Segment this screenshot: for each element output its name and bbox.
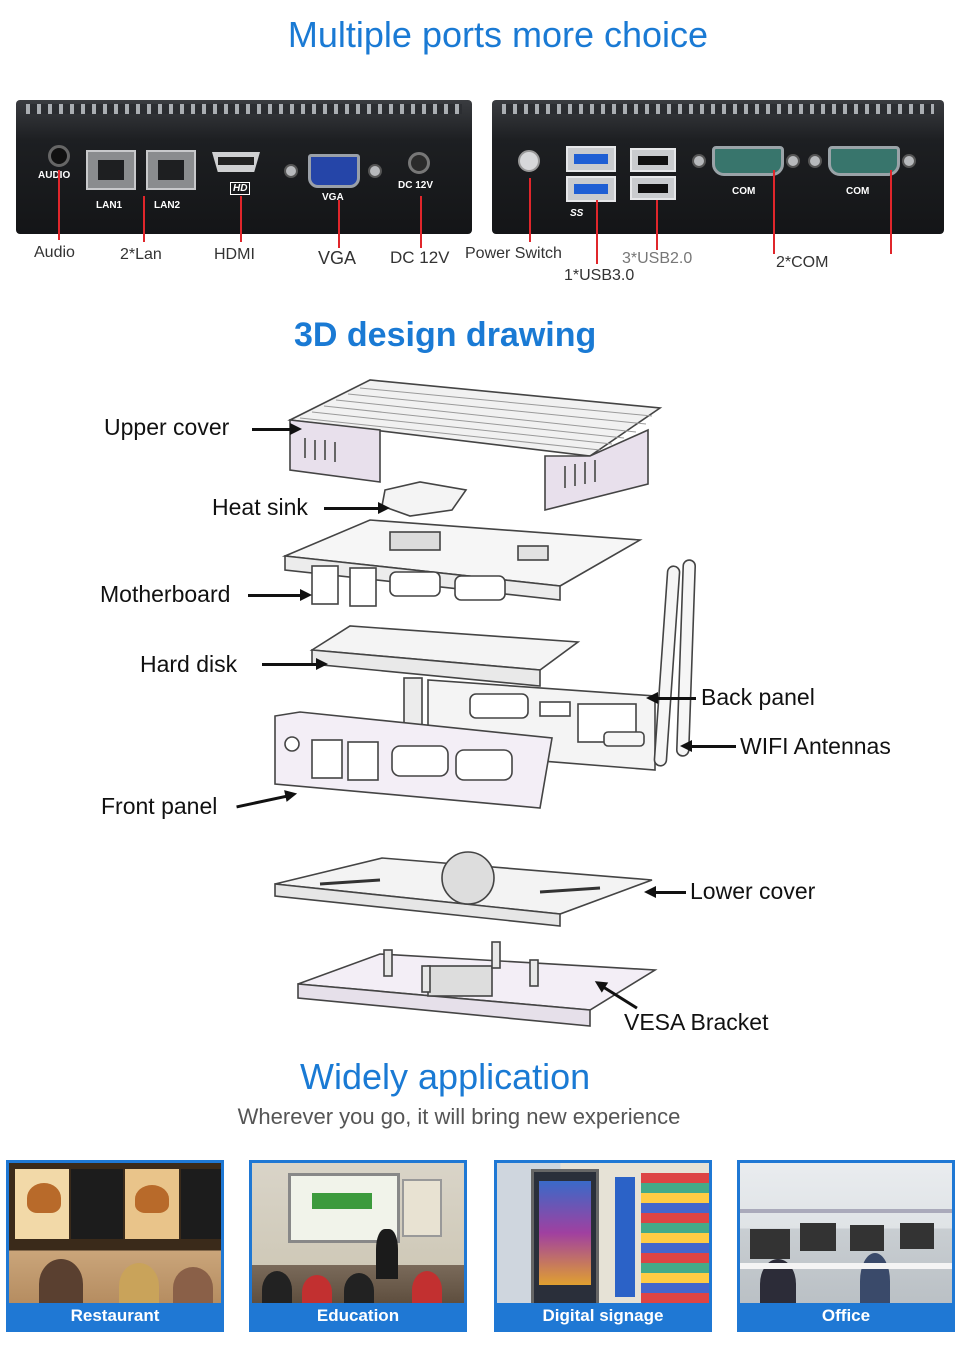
ports-title: Multiple ports more choice bbox=[287, 14, 709, 55]
callout-usb3: 1*USB3.0 bbox=[564, 267, 635, 284]
com1-port-text: COM bbox=[732, 186, 756, 197]
hdmi-port-text: HD bbox=[230, 182, 251, 195]
callout-line-audio bbox=[58, 170, 60, 240]
callout-hdmi: HDMI bbox=[214, 246, 255, 263]
callout-dc: DC 12V bbox=[390, 248, 450, 267]
dc-port-icon bbox=[408, 152, 430, 174]
front-panel-drawing bbox=[274, 711, 553, 809]
usb2-port-bottom-icon bbox=[630, 176, 676, 200]
com1-screw-right-icon bbox=[786, 154, 800, 168]
lower-cover-drawing bbox=[274, 851, 653, 927]
label-heat-sink: Heat sink bbox=[212, 494, 308, 520]
arrow-hard-disk bbox=[262, 658, 328, 670]
audio-port-icon bbox=[48, 145, 70, 167]
back-panel-photo: SS COM COM bbox=[492, 100, 944, 234]
exploded-view-drawing bbox=[274, 379, 697, 1027]
callout-line-lan bbox=[143, 196, 145, 242]
power-switch-icon bbox=[518, 150, 540, 172]
com2-screw-left-icon bbox=[808, 154, 822, 168]
card-education: Education bbox=[249, 1160, 467, 1332]
card-restaurant: Restaurant bbox=[6, 1160, 224, 1332]
callout-vga: VGA bbox=[318, 248, 357, 268]
callout-line-usb3 bbox=[596, 200, 598, 264]
arrow-lower-cover bbox=[644, 886, 686, 898]
card-digital-signage-caption: Digital signage bbox=[497, 1303, 709, 1329]
restaurant-photo bbox=[9, 1163, 221, 1309]
label-back-panel: Back panel bbox=[701, 684, 815, 710]
lan1-port-text: LAN1 bbox=[96, 200, 123, 211]
com2-screw-right-icon bbox=[902, 154, 916, 168]
label-hard-disk: Hard disk bbox=[140, 651, 238, 677]
lan2-port-icon bbox=[146, 150, 196, 190]
education-photo bbox=[252, 1163, 464, 1309]
usb3-port-bottom-icon bbox=[566, 176, 616, 202]
hdmi-port-icon bbox=[212, 152, 260, 172]
label-upper-cover: Upper cover bbox=[104, 414, 230, 440]
callout-line-usb2 bbox=[656, 200, 658, 250]
motherboard-drawing bbox=[281, 519, 643, 607]
callout-line-com1 bbox=[773, 170, 775, 254]
usb3-port-top-icon bbox=[566, 146, 616, 172]
arrow-wifi-antennas bbox=[680, 740, 736, 752]
com2-port-text: COM bbox=[846, 186, 870, 197]
heat-sink-drawing bbox=[381, 481, 468, 517]
audio-port-text: AUDIO bbox=[38, 170, 71, 181]
dc-port-text: DC 12V bbox=[398, 180, 434, 191]
usb2-port-top-icon bbox=[630, 148, 676, 172]
label-wifi-antennas: WIFI Antennas bbox=[740, 733, 891, 759]
com1-screw-left-icon bbox=[692, 154, 706, 168]
callout-line-com2 bbox=[890, 170, 892, 254]
callout-power-switch: Power Switch bbox=[465, 245, 562, 262]
arrow-heat-sink bbox=[324, 502, 390, 514]
arrow-back-panel bbox=[646, 692, 696, 704]
upper-cover-drawing bbox=[287, 379, 663, 512]
digital-signage-photo bbox=[497, 1163, 709, 1309]
callout-lan: 2*Lan bbox=[120, 246, 162, 263]
vesa-bracket-drawing bbox=[297, 941, 658, 1027]
vga-screw-right-icon bbox=[368, 164, 382, 178]
callout-line-hdmi bbox=[240, 196, 242, 242]
vga-port-text: VGA bbox=[322, 192, 344, 203]
callout-line-vga bbox=[338, 200, 340, 248]
com1-port-icon bbox=[712, 146, 784, 176]
callout-usb2: 3*USB2.0 bbox=[622, 250, 693, 267]
callout-com: 2*COM bbox=[776, 254, 829, 271]
label-front-panel: Front panel bbox=[101, 793, 218, 819]
hard-disk-drawing bbox=[309, 625, 581, 687]
vga-screw-left-icon bbox=[284, 164, 298, 178]
label-motherboard: Motherboard bbox=[100, 581, 231, 607]
card-digital-signage: Digital signage bbox=[494, 1160, 712, 1332]
usb3-logo-text: SS bbox=[570, 208, 584, 219]
vga-port-icon bbox=[308, 154, 360, 188]
application-subtitle: Wherever you go, it will bring new exper… bbox=[237, 1104, 681, 1129]
card-office-caption: Office bbox=[740, 1303, 952, 1329]
label-lower-cover: Lower cover bbox=[690, 878, 816, 904]
label-vesa-bracket: VESA Bracket bbox=[624, 1009, 769, 1035]
card-restaurant-caption: Restaurant bbox=[9, 1303, 221, 1329]
card-education-caption: Education bbox=[252, 1303, 464, 1329]
arrow-upper-cover bbox=[252, 423, 302, 435]
lan2-port-text: LAN2 bbox=[154, 200, 181, 211]
lan1-port-icon bbox=[86, 150, 136, 190]
application-title: Widely application bbox=[300, 1056, 591, 1097]
card-office: Office bbox=[737, 1160, 955, 1332]
wifi-antennas-drawing bbox=[603, 559, 697, 767]
arrow-motherboard bbox=[248, 589, 312, 601]
callout-line-dc bbox=[420, 196, 422, 248]
design-title: 3D design drawing bbox=[294, 316, 597, 354]
office-photo bbox=[740, 1163, 952, 1309]
front-panel-photo: AUDIO LAN1 LAN2 HD VGA DC 12V bbox=[16, 100, 472, 234]
callout-audio: Audio bbox=[34, 244, 75, 261]
callout-line-power bbox=[529, 178, 531, 242]
com2-port-icon bbox=[828, 146, 900, 176]
